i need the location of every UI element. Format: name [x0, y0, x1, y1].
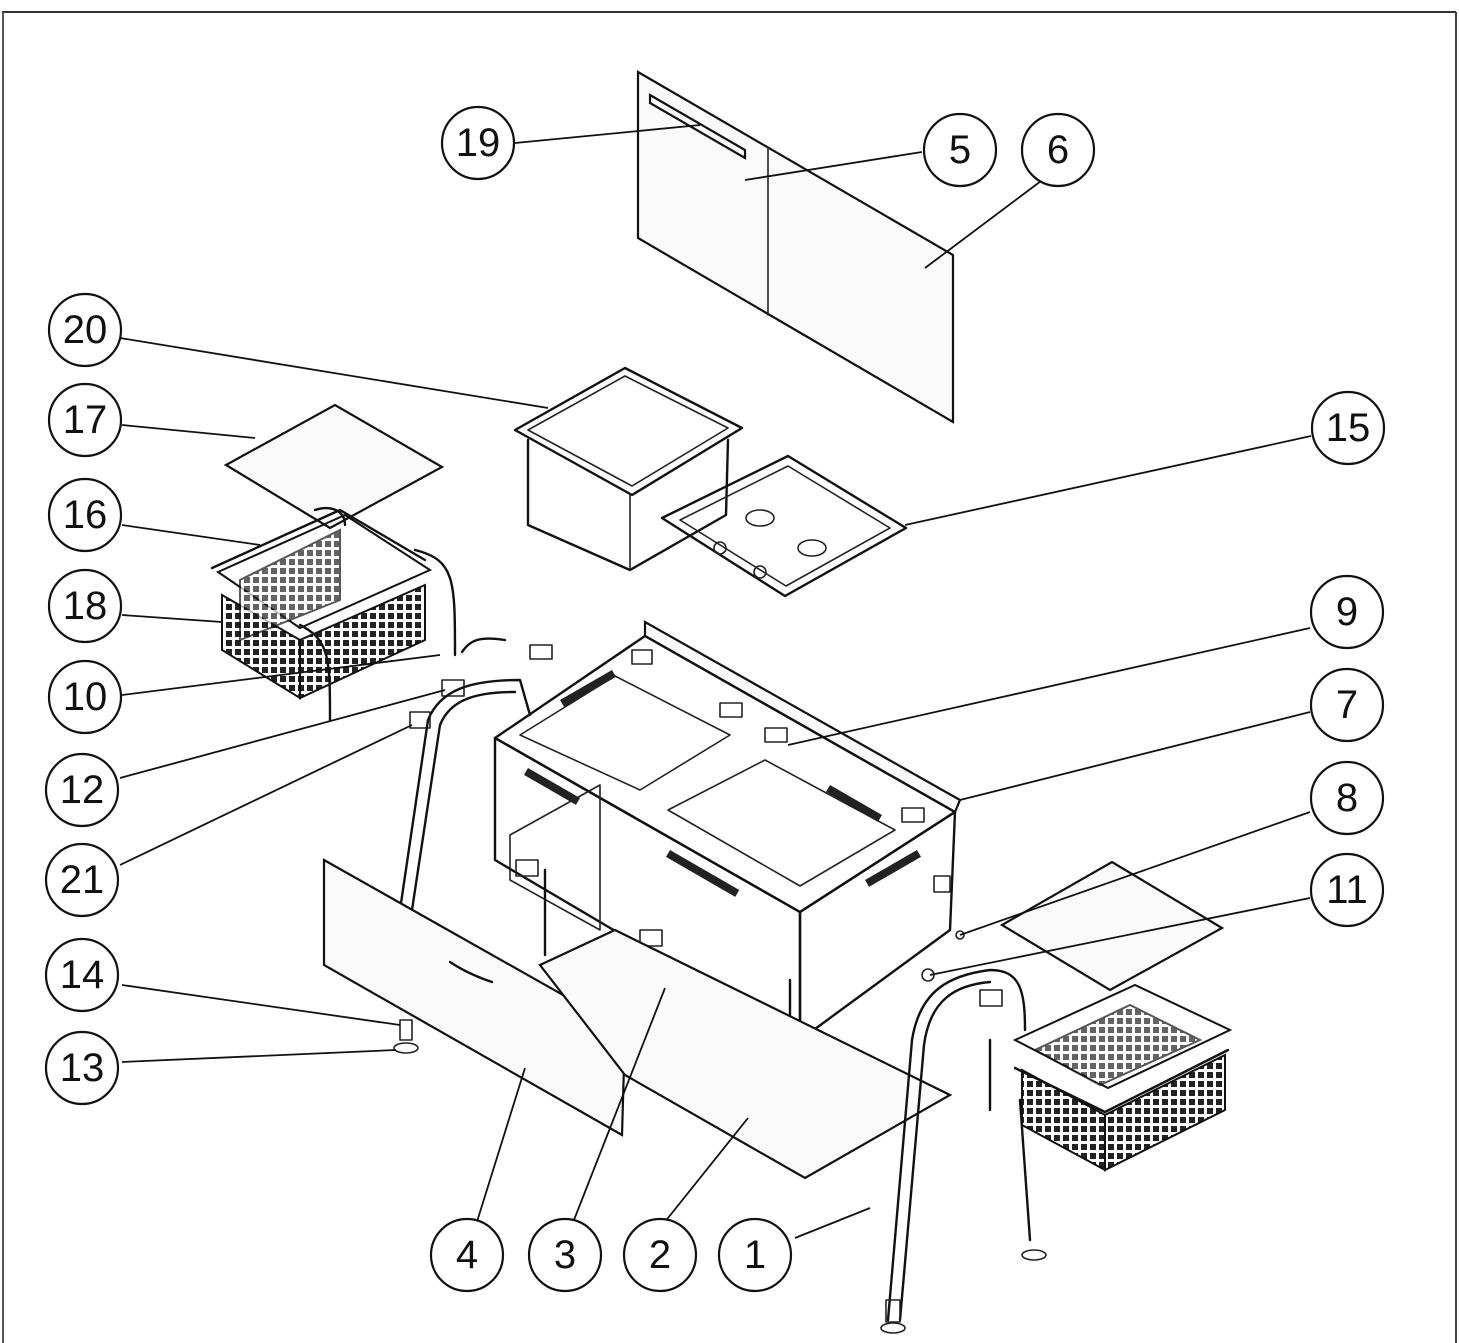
part-cabinet-body: [493, 620, 962, 1047]
callout-19: 19: [440, 105, 516, 181]
svg-text:21: 21: [60, 858, 105, 902]
svg-text:13: 13: [60, 1046, 105, 1090]
part-20-sink-bowl: [513, 366, 744, 572]
callout-1: 1: [717, 1217, 793, 1293]
part-2-base-plate: [538, 928, 953, 1180]
part-4-drawer-panel: [322, 858, 627, 1137]
svg-text:8: 8: [1336, 776, 1358, 820]
callout-17: 17: [47, 382, 123, 458]
part-17-lid-left: [223, 403, 445, 530]
svg-text:17: 17: [63, 398, 108, 442]
callout-18: 18: [47, 568, 123, 644]
callout-7: 7: [1309, 667, 1385, 743]
callout-11: 11: [1309, 852, 1385, 928]
part-13-14-foot: [393, 1019, 419, 1054]
callout-3: 3: [527, 1217, 603, 1293]
svg-text:10: 10: [63, 675, 108, 719]
callout-20: 20: [47, 292, 123, 368]
part-18-basket-left: [210, 506, 457, 722]
svg-text:16: 16: [63, 493, 108, 537]
svg-text:5: 5: [949, 128, 971, 172]
callout-16: 16: [47, 477, 123, 553]
part-left-frame-inner: [410, 690, 517, 912]
part-left-frame: [398, 678, 532, 912]
svg-text:14: 14: [60, 953, 105, 997]
svg-text:19: 19: [456, 121, 501, 165]
part-back-panels: [636, 70, 955, 424]
callout-12: 12: [44, 752, 120, 828]
svg-text:2: 2: [649, 1233, 671, 1277]
part-8-ball: [955, 930, 965, 940]
callout-15: 15: [1310, 390, 1386, 466]
svg-text:18: 18: [63, 584, 108, 628]
part-8-lid-right: [999, 860, 1225, 992]
callout-5: 5: [922, 112, 998, 188]
callout-4: 4: [429, 1217, 505, 1293]
callout-14: 14: [44, 937, 120, 1013]
callout-13: 13: [44, 1030, 120, 1106]
svg-text:9: 9: [1336, 590, 1358, 634]
callout-10: 10: [47, 659, 123, 735]
callout-8: 8: [1309, 760, 1385, 836]
drawer-handle: [448, 960, 494, 984]
svg-text:11: 11: [1326, 868, 1368, 912]
callout-2: 2: [622, 1217, 698, 1293]
callout-21: 21: [44, 842, 120, 918]
leader-lines: [119, 124, 1312, 1239]
back-panel-5-6: [636, 70, 955, 424]
svg-text:15: 15: [1326, 406, 1371, 450]
svg-text:6: 6: [1047, 128, 1069, 172]
svg-text:20: 20: [63, 308, 108, 352]
part-15-tray: [660, 454, 908, 598]
svg-text:1: 1: [744, 1233, 766, 1277]
part-1-right-frame: [880, 968, 1047, 1334]
svg-text:4: 4: [456, 1233, 478, 1277]
part-basket-right: [1012, 983, 1233, 1172]
svg-text:7: 7: [1336, 683, 1358, 727]
part-19-handle: [648, 93, 747, 160]
callout-6: 6: [1020, 112, 1096, 188]
svg-text:12: 12: [60, 768, 105, 812]
svg-text:3: 3: [554, 1233, 576, 1277]
callout-9: 9: [1309, 574, 1385, 650]
